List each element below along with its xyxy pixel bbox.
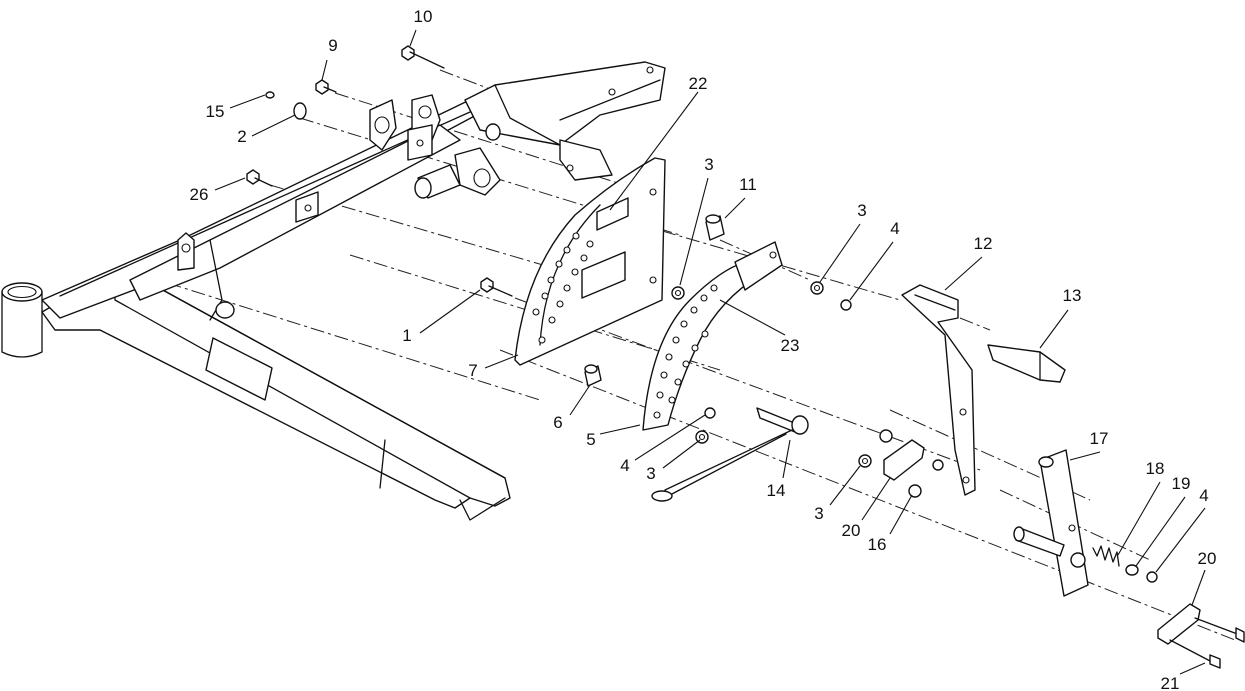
callout-21: 21 [1161,674,1180,691]
callout-18: 18 [1146,459,1165,478]
callout-22: 22 [689,74,708,93]
hardware [246,45,1245,669]
callout-2: 2 [237,127,246,146]
callout-13: 13 [1063,286,1082,305]
callout-5: 5 [586,430,595,449]
callout-3: 3 [704,155,713,174]
callout-12: 12 [974,234,993,253]
callout-6: 6 [553,413,562,432]
callout-4: 4 [620,456,629,475]
lock-pin [651,407,809,502]
callout-23: 23 [781,336,800,355]
callout-17: 17 [1090,429,1109,448]
callout-20: 20 [1198,549,1217,568]
callout-14: 14 [767,481,786,500]
callout-20: 20 [842,521,861,540]
heel-plate [514,157,666,366]
callout-19: 19 [1172,474,1191,493]
callout-26: 26 [190,185,209,204]
callout-3: 3 [857,201,866,220]
callout-9: 9 [328,36,337,55]
callout-11: 11 [739,175,757,194]
callout-3: 3 [646,464,655,483]
leader-lines [214,29,1206,675]
brake-pedal [901,284,1066,496]
pivot-lever [1013,449,1089,597]
callout-10: 10 [414,7,433,26]
callout-1: 1 [402,326,411,345]
callout-15: 15 [206,102,225,121]
callout-4: 4 [890,219,899,238]
callout-3: 3 [814,504,823,523]
main-frame [1,61,666,521]
callout-4: 4 [1199,486,1208,505]
callout-16: 16 [868,535,887,554]
adjuster-plate [642,241,783,431]
callout-7: 7 [468,361,477,380]
